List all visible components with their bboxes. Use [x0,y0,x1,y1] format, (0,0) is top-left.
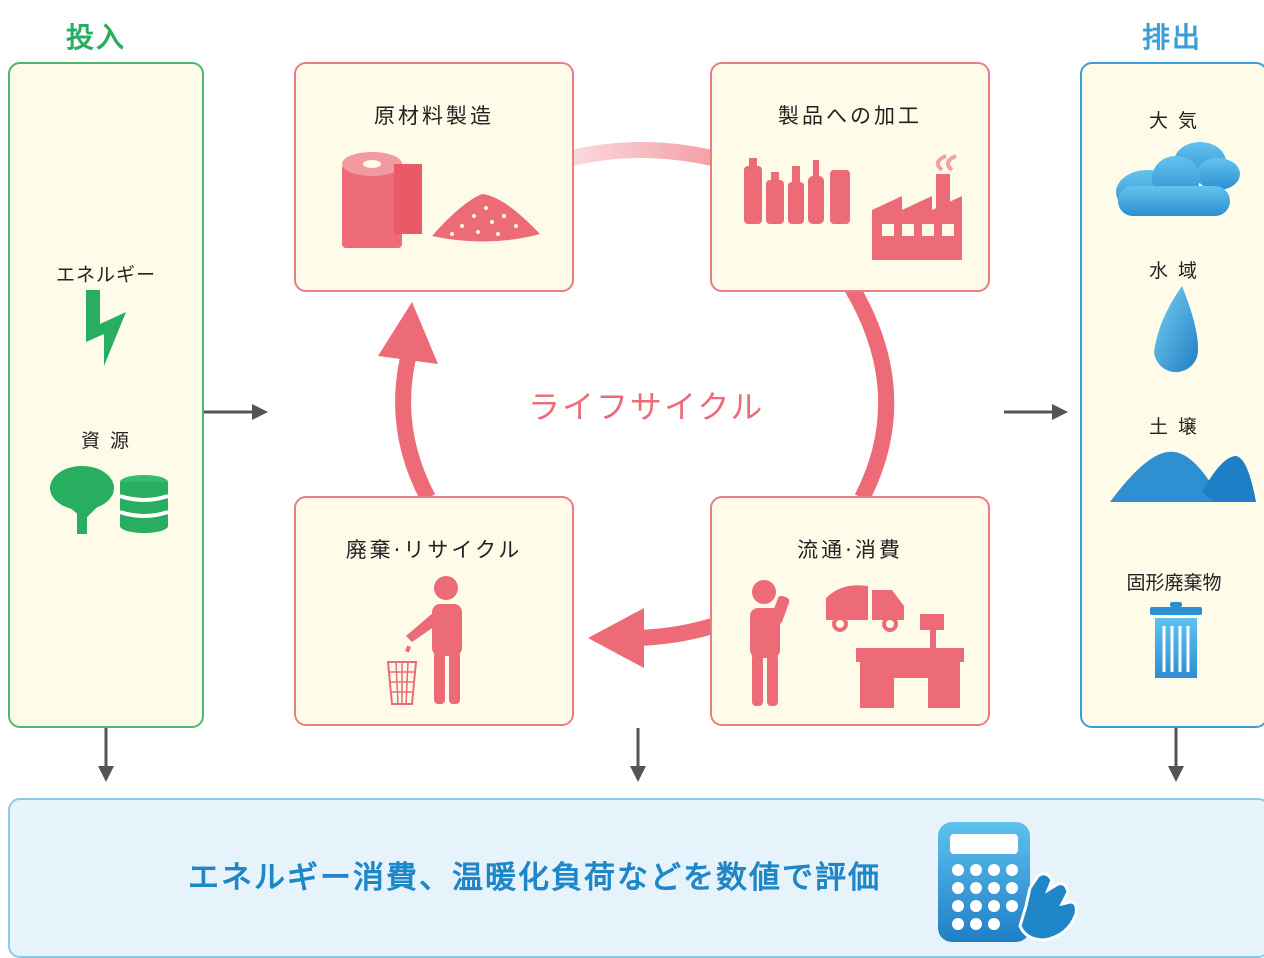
arc-left [395,356,436,502]
stage-distribution-label: 流通·消費 [797,538,903,562]
down-arrow-left [98,728,114,782]
trash-can-icon [1150,602,1202,678]
output-water-label: 水 域 [1148,260,1200,282]
input-header: 投入 [66,21,127,54]
calculator-icon [938,822,1078,942]
water-drop-icon [1154,286,1199,373]
shop-counter-icon [856,614,964,708]
cloud-icon [1116,142,1240,216]
output-panel: 大 気 水 域 土 壌 固形廃棄物 [1080,62,1264,728]
oil-barrel-icon [119,475,169,533]
output-header: 排出 [1142,21,1203,54]
input-resource-label: 資 源 [80,430,132,452]
evaluation-text: エネルギー消費、温暖化負荷などを数値で評価 [188,860,881,896]
arc-top [570,142,714,166]
stage-distribution: 流通·消費 [710,496,990,726]
truck-icon [826,585,904,632]
stage-raw-material: 原材料製造 [294,62,574,292]
wastebasket-icon [386,661,418,705]
bottles-icon [744,158,850,224]
output-air-label: 大 気 [1148,110,1200,132]
roll-material-icon [342,152,422,248]
lifecycle-label: ライフサイクル [528,388,765,426]
lightning-icon [86,290,126,366]
stage-raw-material-label: 原材料製造 [374,104,494,128]
person-disposing-icon [405,576,462,704]
arc-bottom [639,618,715,646]
output-soil-label: 土 壌 [1148,416,1200,438]
factory-icon [872,154,962,260]
evaluation-panel: エネルギー消費、温暖化負荷などを数値で評価 [8,798,1264,958]
soil-mounds-icon [1110,451,1256,502]
stage-disposal-label: 廃棄·リサイクル [345,538,523,562]
person-drinking-icon [750,580,790,706]
pellets-pile-icon [432,194,540,242]
stage-processing: 製品への加工 [710,62,990,292]
input-energy-label: エネルギー [55,264,156,286]
down-arrow-right [1168,728,1184,782]
output-arrow [1004,404,1068,420]
input-arrow [204,404,268,420]
input-panel: エネルギー 資 源 [8,62,204,728]
tree-icon [50,466,114,534]
output-waste-label: 固形廃棄物 [1126,572,1222,594]
down-arrow-center [630,728,646,782]
stage-processing-label: 製品への加工 [778,104,922,128]
arrow-head-left [378,302,438,364]
stage-disposal: 廃棄·リサイクル [294,496,574,726]
arc-right [845,283,895,502]
arrow-head-bottom [588,608,644,668]
